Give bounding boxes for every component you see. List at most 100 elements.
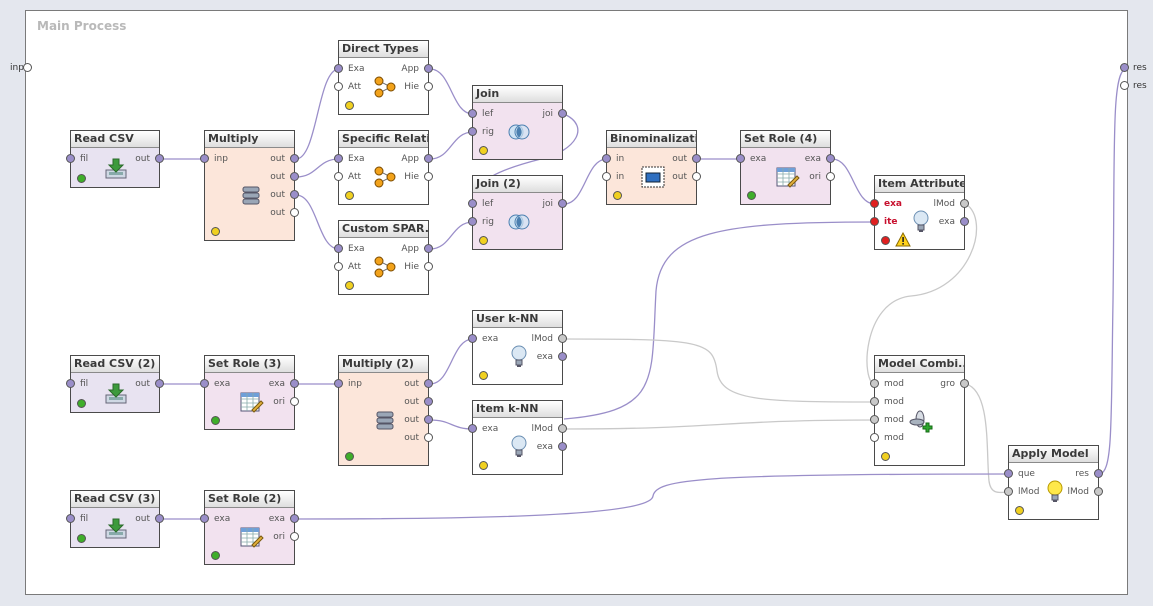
connection-wire[interactable] bbox=[965, 383, 1010, 494]
out-port-connector[interactable] bbox=[155, 379, 164, 388]
connection-wire[interactable] bbox=[295, 68, 340, 160]
in-port-connector[interactable] bbox=[200, 154, 209, 163]
out-port-connector[interactable] bbox=[155, 514, 164, 523]
out-port-connector[interactable] bbox=[290, 208, 299, 217]
operator-binominalization[interactable]: Binominalizationininoutout bbox=[602, 130, 701, 205]
in-port-connector[interactable] bbox=[334, 262, 343, 271]
in-port-connector[interactable] bbox=[334, 82, 343, 91]
out-port-connector[interactable] bbox=[424, 379, 433, 388]
out-port-connector[interactable] bbox=[692, 172, 701, 181]
in-port-connector[interactable] bbox=[334, 379, 343, 388]
connection-wire[interactable] bbox=[563, 338, 876, 403]
out-port-connector[interactable] bbox=[960, 379, 969, 388]
connection-wire[interactable] bbox=[563, 221, 876, 420]
out-port-connector[interactable] bbox=[558, 199, 567, 208]
out-port-connector[interactable] bbox=[1094, 487, 1103, 496]
in-port-connector[interactable] bbox=[870, 217, 879, 226]
in-port-connector[interactable] bbox=[468, 127, 477, 136]
connection-wire[interactable] bbox=[563, 158, 608, 205]
in-port-connector[interactable] bbox=[468, 217, 477, 226]
in-port-connector[interactable] bbox=[602, 172, 611, 181]
in-port-connector[interactable] bbox=[468, 334, 477, 343]
in-port-connector[interactable] bbox=[334, 64, 343, 73]
in-port-connector[interactable] bbox=[870, 397, 879, 406]
out-port-connector[interactable] bbox=[424, 244, 433, 253]
connection-wire[interactable] bbox=[831, 158, 876, 205]
in-port-connector[interactable] bbox=[870, 415, 879, 424]
out-port-connector[interactable] bbox=[424, 262, 433, 271]
connection-wire[interactable] bbox=[429, 131, 474, 160]
in-port-connector[interactable] bbox=[334, 172, 343, 181]
out-port-connector[interactable] bbox=[424, 82, 433, 91]
connection-wire[interactable] bbox=[295, 194, 340, 250]
in-port-connector[interactable] bbox=[870, 379, 879, 388]
in-port-connector[interactable] bbox=[334, 244, 343, 253]
in-port-connector[interactable] bbox=[870, 199, 879, 208]
connection-wire[interactable] bbox=[563, 419, 876, 430]
in-port-connector[interactable] bbox=[468, 424, 477, 433]
out-port-connector[interactable] bbox=[1094, 469, 1103, 478]
out-port-connector[interactable] bbox=[424, 172, 433, 181]
in-port-connector[interactable] bbox=[66, 514, 75, 523]
connection-wire[interactable] bbox=[1099, 68, 1127, 475]
out-port-connector[interactable] bbox=[424, 397, 433, 406]
out-port-connector[interactable] bbox=[558, 109, 567, 118]
connection-wire[interactable] bbox=[295, 473, 1010, 520]
out-port-connector[interactable] bbox=[424, 433, 433, 442]
in-port-connector[interactable] bbox=[736, 154, 745, 163]
out-port-connector[interactable] bbox=[290, 532, 299, 541]
connection-wire[interactable] bbox=[295, 158, 340, 178]
out-port-connector[interactable] bbox=[826, 172, 835, 181]
process-result-port-2[interactable] bbox=[1120, 81, 1129, 90]
in-port-connector[interactable] bbox=[200, 514, 209, 523]
process-result-port-1[interactable] bbox=[1120, 63, 1129, 72]
in-port-connector[interactable] bbox=[468, 199, 477, 208]
out-port-connector[interactable] bbox=[290, 154, 299, 163]
in-port-connector[interactable] bbox=[1004, 487, 1013, 496]
in-port-connector[interactable] bbox=[200, 379, 209, 388]
out-port-connector[interactable] bbox=[558, 352, 567, 361]
out-port-connector[interactable] bbox=[290, 514, 299, 523]
out-port-connector[interactable] bbox=[960, 217, 969, 226]
out-port-connector[interactable] bbox=[424, 154, 433, 163]
out-port-connector[interactable] bbox=[558, 442, 567, 451]
in-port-connector[interactable] bbox=[468, 109, 477, 118]
out-port-connector[interactable] bbox=[424, 415, 433, 424]
in-port-connector[interactable] bbox=[870, 433, 879, 442]
out-port-connector[interactable] bbox=[290, 172, 299, 181]
out-port-connector[interactable] bbox=[290, 397, 299, 406]
out-port-connector[interactable] bbox=[692, 154, 701, 163]
in-port-connector[interactable] bbox=[602, 154, 611, 163]
out-port-connector[interactable] bbox=[960, 199, 969, 208]
out-port-connector[interactable] bbox=[155, 154, 164, 163]
connection-wire[interactable] bbox=[429, 221, 474, 250]
out-port-connector[interactable] bbox=[290, 190, 299, 199]
in-port-connector[interactable] bbox=[1004, 469, 1013, 478]
out-port-connector[interactable] bbox=[424, 64, 433, 73]
process-canvas[interactable]: Main Process bbox=[25, 10, 1128, 595]
connection-wire[interactable] bbox=[429, 419, 474, 430]
process-input-port[interactable] bbox=[23, 63, 32, 72]
connection-wire[interactable] bbox=[866, 203, 978, 385]
in-port-connector[interactable] bbox=[66, 154, 75, 163]
out-port-connector[interactable] bbox=[558, 424, 567, 433]
out-port-connector[interactable] bbox=[290, 379, 299, 388]
